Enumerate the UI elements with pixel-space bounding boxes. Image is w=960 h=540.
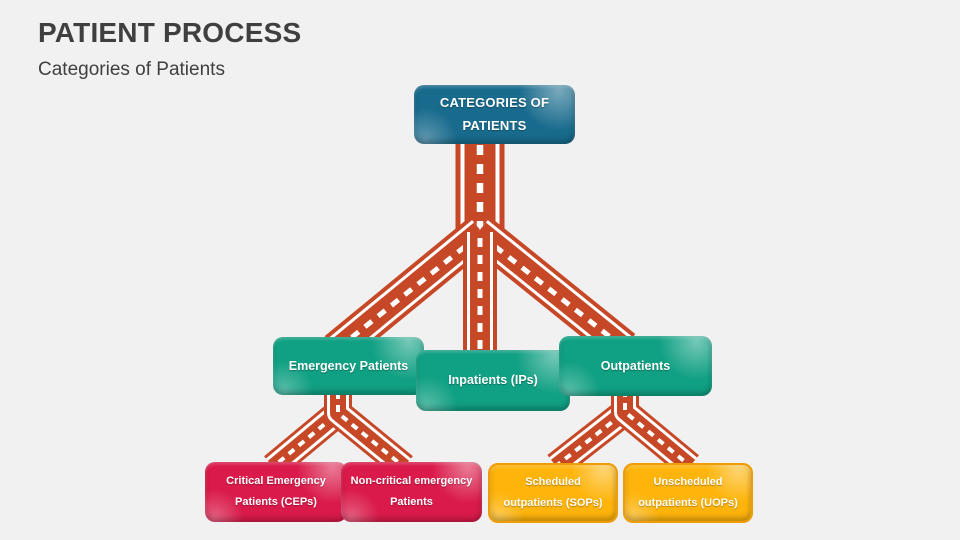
road-fork-emergency (264, 390, 413, 478)
node-non-critical-emergency-patients: Non-critical emergency Patients (341, 462, 482, 522)
node-categories-of-patients: CATEGORIES OF PATIENTS (414, 85, 575, 144)
node-label: Emergency Patients (288, 358, 409, 373)
node-critical-emergency-patients: Critical Emergency Patients (CEPs) (205, 462, 347, 522)
node-label: Scheduled outpatients (SOPs) (503, 475, 603, 509)
slide-header: PATIENT PROCESS Categories of Patients (38, 16, 301, 81)
node-label: Unscheduled outpatients (UOPs) (638, 475, 738, 509)
node-inpatients: Inpatients (IPs) (416, 350, 570, 411)
node-scheduled-outpatients: Scheduled outpatients (SOPs) (488, 463, 618, 523)
node-unscheduled-outpatients: Unscheduled outpatients (UOPs) (623, 463, 753, 523)
node-label: CATEGORIES OF PATIENTS (439, 94, 550, 133)
node-label: Outpatients (600, 358, 671, 373)
node-label: Inpatients (IPs) (448, 373, 538, 388)
page-title: PATIENT PROCESS (38, 17, 302, 48)
road-branch-emergency (324, 217, 493, 364)
road-branch-outpatients (467, 216, 636, 363)
node-label: Critical Emergency Patients (CEPs) (226, 474, 326, 508)
node-emergency-patients: Emergency Patients (273, 337, 424, 395)
road-fork-outpatients (547, 388, 699, 478)
node-label: Non-critical emergency Patients (350, 474, 473, 508)
node-outpatients: Outpatients (559, 336, 712, 396)
page-subtitle: Categories of Patients (38, 58, 225, 80)
